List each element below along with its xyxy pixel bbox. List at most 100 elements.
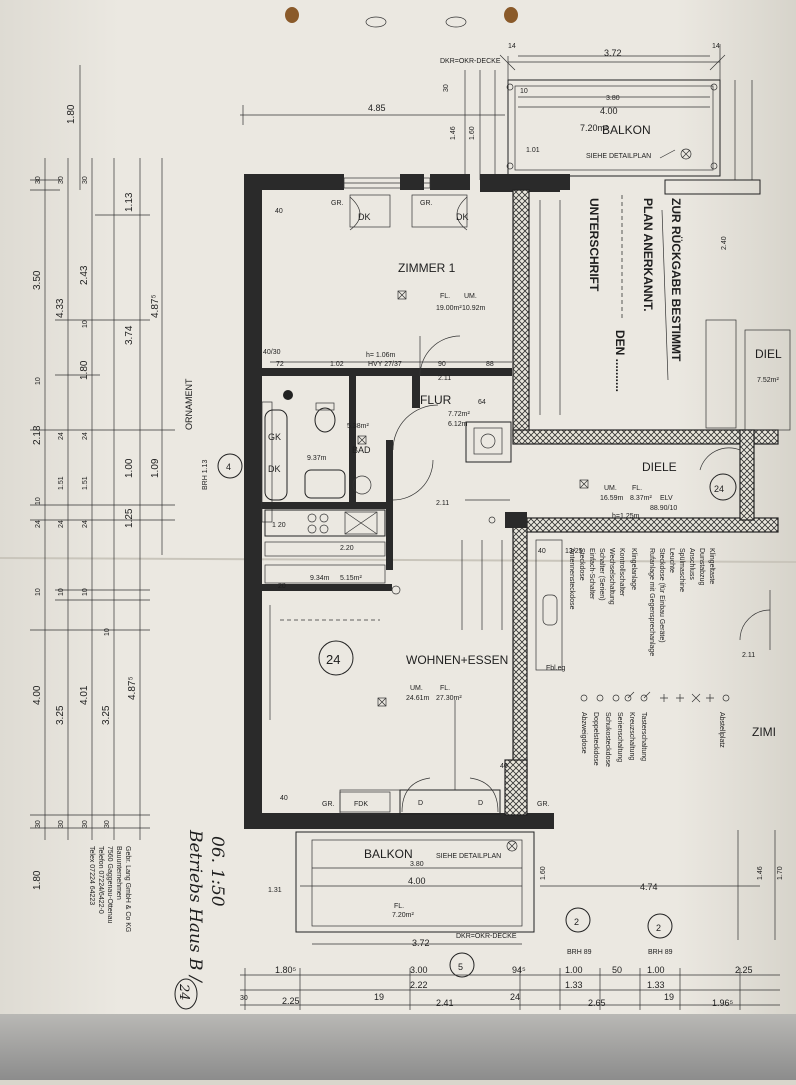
legend-a5: Kontrollschalter <box>618 548 625 597</box>
dka-top-label: DKR=OKR-DECKE <box>440 58 501 65</box>
zimmer-um-value: 10.92m <box>462 305 486 312</box>
dim-380-top: 3.80 <box>606 95 620 102</box>
diele-fl-value: 8.37m² <box>630 495 652 502</box>
axis-marker-4-label: 4 <box>226 462 231 472</box>
bottom-row3-2: 19 <box>374 992 384 1002</box>
stamp-line-3: DEN .......... <box>613 330 627 392</box>
legend-b6: Klingeltaste <box>708 548 715 584</box>
left-col3-24: 24 <box>82 432 89 440</box>
unit-number: 24 <box>326 652 340 667</box>
lower1-30: 30 <box>35 820 42 828</box>
left-col2-151: 1.51 <box>58 476 65 490</box>
legend-c1: Doppelsteckdose <box>592 712 599 766</box>
punch-hole-right <box>504 7 518 23</box>
legend-a6: Klingelanlage <box>630 548 637 590</box>
zimmer-fl-value: 19.00m² <box>436 305 462 312</box>
left-col4-374: 3.74 <box>124 325 135 345</box>
balkon-bottom-label: BALKON <box>364 847 413 861</box>
balkon-bottom-372: 3.72 <box>412 938 430 948</box>
balkon-bottom-light-icon <box>506 840 518 852</box>
dim-14-b: 14 <box>712 43 720 50</box>
diele-unit-circle <box>709 473 737 501</box>
bottom-row3-0: 30 <box>240 995 248 1002</box>
legend-b0: Rufanlage mit Gegensprechanlage <box>648 548 655 656</box>
right-balcony-wall <box>664 179 761 195</box>
legend-b4: Anschluss <box>688 548 695 580</box>
handwriting-line-1: 06. 1:50 <box>207 836 227 907</box>
party-wall-upper <box>512 189 530 437</box>
left-col2-24: 24 <box>58 432 65 440</box>
zimmer-dim-211: 2.11 <box>438 375 451 382</box>
left-col3-151: 1.51 <box>82 476 89 490</box>
diele-um-label: UM. <box>604 485 617 492</box>
legend-b5: Dunstabzug <box>698 548 705 585</box>
balkon-bottom-dka: DKR=OKR-DECKE <box>456 933 517 940</box>
left-col1-24: 24 <box>35 520 42 528</box>
wall-kitchen-flur <box>386 440 393 570</box>
zimmer-dk-b: DK <box>456 212 469 222</box>
wohnen-gr-b: GR. <box>537 801 550 808</box>
outer-wall-top-left <box>244 174 344 190</box>
fdk-window <box>339 791 391 813</box>
dim-180-top: 1.80 <box>66 104 77 124</box>
party-wall-right <box>739 429 755 521</box>
legend-b2: Leuchte <box>668 548 675 573</box>
axis-marker-2b-label: 2 <box>656 923 661 933</box>
party-wall-lower <box>512 517 528 779</box>
axis-marker-4 <box>217 453 243 479</box>
diele-elv: ELV <box>660 495 673 502</box>
zimmer-dim-40: 40 <box>275 208 283 215</box>
zimi-dim-211: 2.11 <box>742 652 755 659</box>
legend-fbleg: Fbl.eg <box>546 665 566 672</box>
bad-light-icon <box>357 435 367 445</box>
brh-89-a: BRH 89 <box>567 949 592 956</box>
bathtub <box>264 409 288 501</box>
handwriting-circle <box>174 978 198 1010</box>
balkon-bottom-380: 3.80 <box>410 861 424 868</box>
diele-fl-label: FL. <box>632 485 642 492</box>
axis-marker-5 <box>449 952 475 978</box>
lower1-10: 10 <box>35 588 42 596</box>
company-line-3: Telefon 07224/6422-0 <box>97 846 104 914</box>
balkon-bottom-160: 1.60 <box>540 866 547 880</box>
axis-marker-2b <box>647 913 673 939</box>
legend-b3: Spülmaschine <box>678 548 685 592</box>
door-leaf-left <box>401 777 431 813</box>
wohnen-dim-40b: 40 <box>500 763 508 770</box>
legend-symbol-row <box>580 691 730 703</box>
brh-89-b: BRH 89 <box>648 949 673 956</box>
balkon-top-label: BALKON <box>602 123 651 137</box>
wall-kitchen-wohnen <box>262 584 392 591</box>
bad-fl-value: 5.38m² <box>347 423 369 430</box>
wohnen-fl-value: 27.30m² <box>436 695 462 702</box>
bad-um-value: 9.37m <box>307 455 327 462</box>
left-col1-218: 2.18 <box>32 425 43 445</box>
left-col4-100: 1.00 <box>124 458 135 478</box>
bottom-row3-5: 2.65 <box>588 998 606 1008</box>
left-col3-10: 10 <box>82 320 89 328</box>
door-d-left: D <box>418 800 423 807</box>
paper-fold-line <box>0 557 796 563</box>
outer-wall-bottom <box>244 813 554 829</box>
zimmer-dim-4030: 40/30 <box>263 349 281 356</box>
bottom-row2-1: 1.33 <box>565 980 583 990</box>
bad-drain <box>283 390 293 400</box>
bottom-row1-1: 3.00 <box>410 965 428 975</box>
axis-marker-5-label: 5 <box>458 962 463 972</box>
wall-flur-door-jamb <box>412 376 420 408</box>
outer-wall-left <box>244 174 262 829</box>
left-col1-30: 30 <box>35 176 42 184</box>
bottom-row1-0: 1.80⁵ <box>275 965 297 975</box>
lower2-30: 30 <box>58 820 65 828</box>
punch-hole-left <box>285 7 299 23</box>
company-line-1: Bauunternehmen <box>115 846 122 900</box>
bottom-row1-4: 50 <box>612 965 622 975</box>
bottom-row1-6: 2.25 <box>735 965 753 975</box>
wall-zimmer-flur <box>262 368 512 376</box>
legend-a1: Steckdose <box>578 548 585 581</box>
zimmer-um-label: UM. <box>464 293 477 300</box>
zimmer-dk-a: DK <box>358 212 371 222</box>
lower4-10: 10 <box>104 628 111 636</box>
